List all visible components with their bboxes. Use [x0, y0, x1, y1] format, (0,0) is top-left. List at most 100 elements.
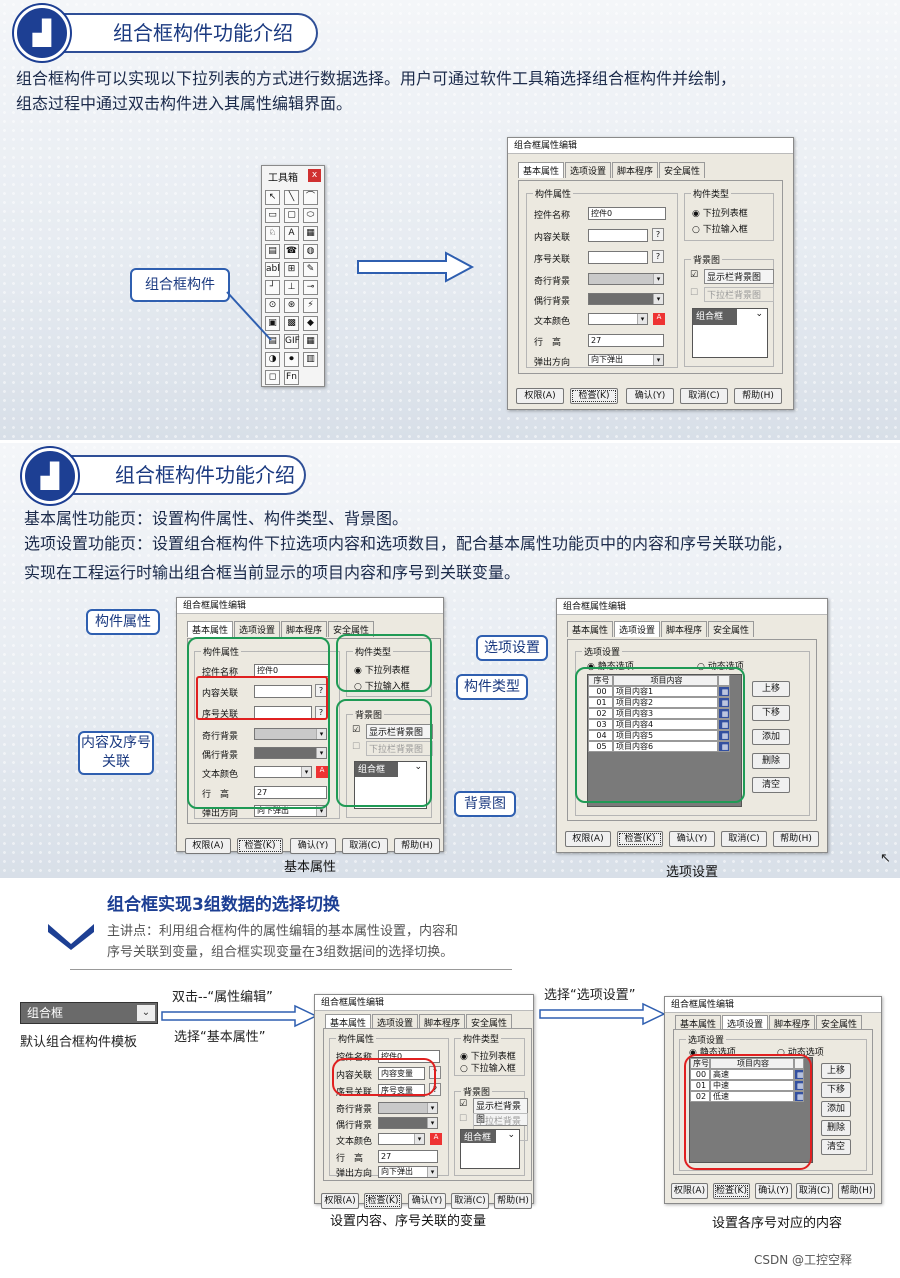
dialog-button-4[interactable]: 帮助(H)	[494, 1193, 532, 1209]
popup-dir-select[interactable]: 向下弹出	[588, 354, 664, 366]
font-color-icon[interactable]: A	[430, 1133, 442, 1145]
toolbox-tool[interactable]: ↖	[265, 190, 280, 205]
image-icon[interactable]: ▦	[794, 1080, 804, 1091]
tab-3[interactable]: 安全属性	[816, 1015, 863, 1031]
text-color-select[interactable]	[254, 766, 312, 778]
radio-static[interactable]: ◉ 静态选项	[689, 1048, 736, 1058]
toolbox-tool[interactable]: ▢	[284, 208, 299, 223]
toolbox-tool[interactable]: ╲	[284, 190, 299, 205]
even-bg-select[interactable]	[254, 747, 327, 759]
dialog-button-0[interactable]: 权限(A)	[321, 1193, 359, 1209]
image-icon[interactable]: ▦	[718, 708, 730, 719]
index-input[interactable]: 序号变量	[378, 1084, 425, 1097]
odd-bg-select[interactable]	[588, 273, 664, 285]
tab-1[interactable]: 选项设置	[722, 1015, 769, 1031]
toolbox-tool[interactable]: ✎	[303, 262, 318, 277]
toolbox-tool[interactable]: ▦	[303, 334, 318, 349]
toolbox-tool[interactable]: ⬭	[303, 208, 318, 223]
toolbox-tool[interactable]: ◍	[303, 244, 318, 259]
radio-list[interactable]: ◉ 下拉列表框	[354, 666, 410, 676]
toolbox-tool[interactable]: ⊞	[284, 262, 299, 277]
dialog-button-2[interactable]: 确认(Y)	[669, 831, 715, 847]
toolbox-tool[interactable]: ⚡	[303, 298, 318, 313]
tab-1[interactable]: 选项设置	[614, 621, 661, 637]
radio-list[interactable]: ◉ 下拉列表框	[692, 209, 748, 219]
dialog-button-2[interactable]: 确认(Y)	[626, 388, 674, 404]
toolbox-tool[interactable]: Fn	[284, 370, 299, 385]
dialog-button-1[interactable]: 检查(K)	[570, 388, 618, 404]
toolbox-tool[interactable]: ▦	[303, 226, 318, 241]
toolbox-tool[interactable]: ┘	[265, 280, 280, 295]
dialog-button-0[interactable]: 权限(A)	[671, 1183, 708, 1199]
radio-input[interactable]: ○ 下拉输入框	[460, 1064, 516, 1074]
chk-show-button[interactable]: 显示栏背景图	[366, 724, 433, 739]
image-icon[interactable]: ▦	[718, 730, 730, 741]
row-item[interactable]: 项目内容6	[613, 741, 718, 752]
odd-bg-select[interactable]	[378, 1102, 438, 1114]
dialog-button-1[interactable]: 检查(K)	[713, 1183, 750, 1199]
combo-template[interactable]: 组合框 ⌄	[20, 1002, 158, 1024]
chk-drop[interactable]: ☐ 下拉栏背景图	[690, 287, 774, 302]
tab-2[interactable]: 脚本程序	[769, 1015, 816, 1031]
chk-show-button[interactable]: 显示栏背景图	[704, 269, 774, 284]
dialog-button-2[interactable]: 确认(Y)	[408, 1193, 446, 1209]
row-item[interactable]: 高速	[710, 1069, 794, 1080]
toolbox-tool[interactable]: ▩	[284, 316, 299, 331]
row-item[interactable]: 项目内容5	[613, 730, 718, 741]
toolbox-tool[interactable]: ⊙	[265, 298, 280, 313]
toolbox-tool[interactable]: ▤	[265, 244, 280, 259]
text-color-select[interactable]	[588, 313, 648, 325]
row-height-input[interactable]: 27	[378, 1150, 438, 1163]
index-input[interactable]	[588, 251, 648, 264]
side-button-1[interactable]: 下移	[821, 1082, 851, 1098]
even-bg-select[interactable]	[588, 293, 664, 305]
dialog-button-4[interactable]: 帮助(H)	[773, 831, 819, 847]
name-input[interactable]: 控件0	[588, 207, 666, 220]
toolbox-tool[interactable]: A	[284, 226, 299, 241]
side-button-0[interactable]: 上移	[752, 681, 790, 697]
toolbox-tool[interactable]: ▭	[265, 208, 280, 223]
chk-show[interactable]: ☑ 显示栏背景图	[352, 724, 433, 739]
dialog-button-3[interactable]: 取消(C)	[342, 838, 388, 854]
radio-input[interactable]: ○ 下拉输入框	[692, 225, 748, 235]
side-button-3[interactable]: 删除	[752, 753, 790, 769]
row-height-input[interactable]: 27	[588, 334, 664, 347]
image-icon[interactable]: ▦	[718, 686, 730, 697]
side-button-3[interactable]: 删除	[821, 1120, 851, 1136]
tab-0[interactable]: 基本属性	[325, 1014, 372, 1030]
dialog-button-3[interactable]: 取消(C)	[451, 1193, 489, 1209]
index-help-button[interactable]: ?	[652, 250, 664, 263]
chevron-down-icon[interactable]: ⌄	[137, 1005, 155, 1021]
toolbox-tool[interactable]: ⏺	[284, 352, 299, 367]
side-button-1[interactable]: 下移	[752, 705, 790, 721]
tab-1[interactable]: 选项设置	[234, 621, 281, 637]
popup-dir-select[interactable]: 向下弹出	[378, 1166, 438, 1178]
row-item[interactable]: 低速	[710, 1091, 794, 1102]
chk-show[interactable]: ☑ 显示栏背景图	[690, 269, 774, 284]
dialog-button-0[interactable]: 权限(A)	[185, 838, 231, 854]
image-icon[interactable]: ▦	[794, 1069, 804, 1080]
row-height-input[interactable]: 27	[254, 786, 327, 799]
side-button-2[interactable]: 添加	[821, 1101, 851, 1117]
odd-bg-select[interactable]	[254, 728, 327, 740]
side-button-4[interactable]: 清空	[752, 777, 790, 793]
radio-dynamic[interactable]: ○ 动态选项	[777, 1048, 824, 1058]
row-item[interactable]: 项目内容4	[613, 719, 718, 730]
even-bg-select[interactable]	[378, 1117, 438, 1129]
content-input[interactable]	[254, 685, 312, 698]
dialog-button-3[interactable]: 取消(C)	[796, 1183, 833, 1199]
dialog-button-1[interactable]: 检查(K)	[237, 838, 283, 854]
row-item[interactable]: 项目内容3	[613, 708, 718, 719]
row-item[interactable]: 项目内容2	[613, 697, 718, 708]
dialog-button-0[interactable]: 权限(A)	[565, 831, 611, 847]
tab-2[interactable]: 脚本程序	[612, 162, 659, 178]
side-button-0[interactable]: 上移	[821, 1063, 851, 1079]
